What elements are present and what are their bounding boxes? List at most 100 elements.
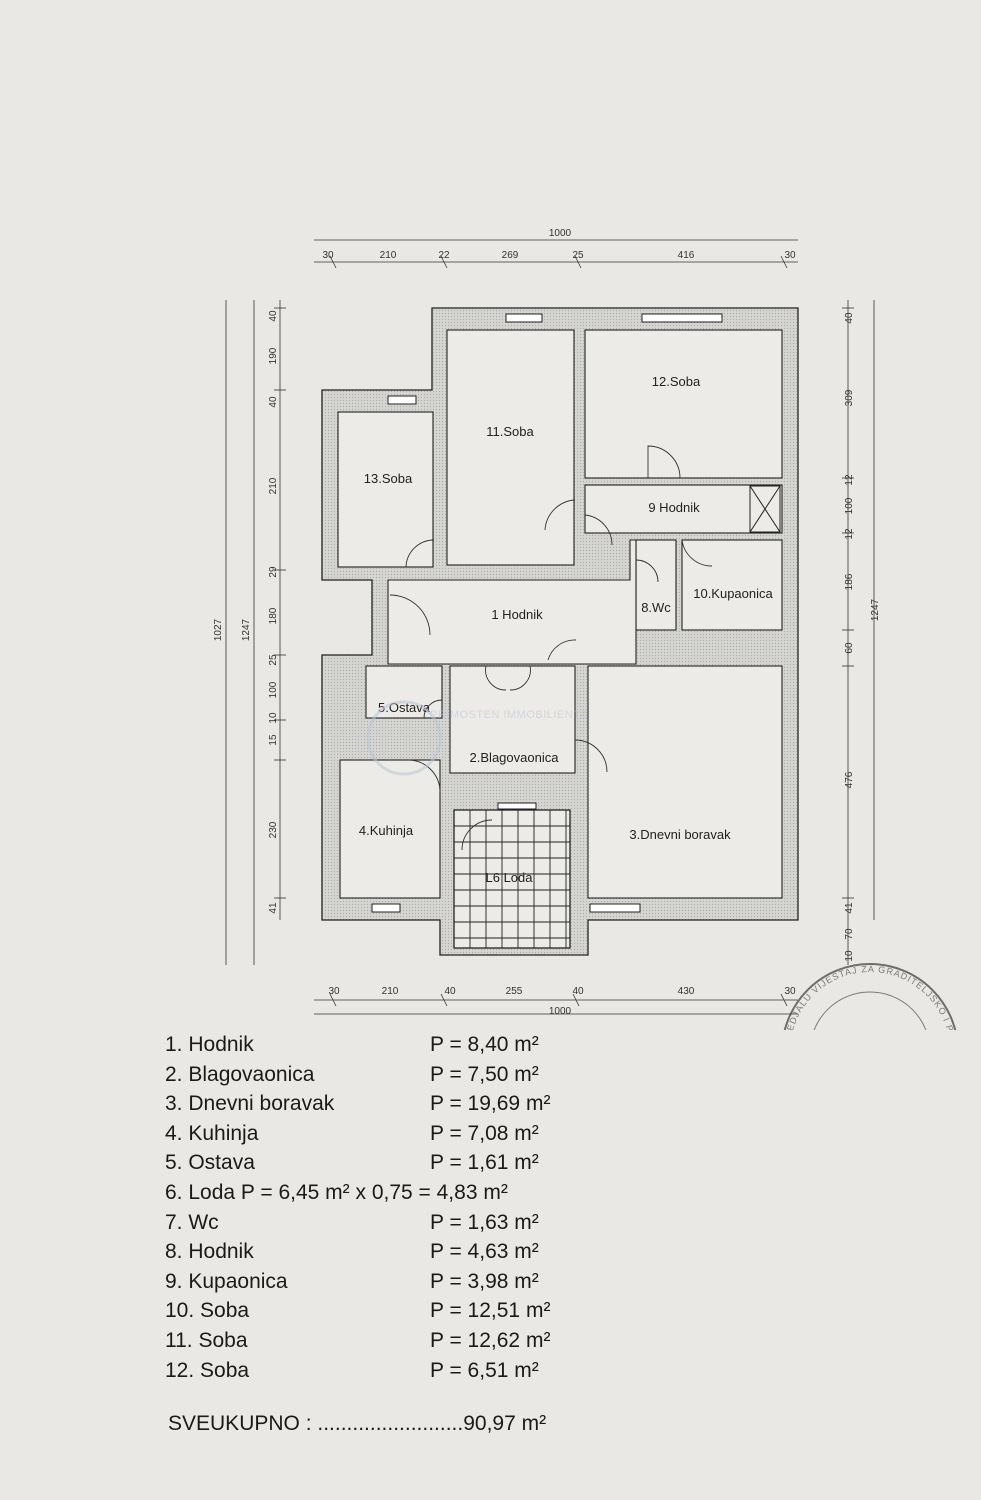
dim-right-segments: 40 309 12 100 12 186 60 476 41 70 10 <box>844 312 855 962</box>
dim-right-seg: 60 <box>844 642 855 654</box>
area-row: 11. Soba P = 12,62 m² <box>165 1326 685 1356</box>
watermark: PRIMOSTEN IMMOBILIENTE <box>366 700 588 776</box>
dim-top-seg: 210 <box>380 250 397 261</box>
area-row: 4. Kuhinja P = 7,08 m² <box>165 1119 685 1149</box>
area-table: 1. Hodnik P = 8,40 m² 2. Blagovaonica P … <box>165 1030 685 1385</box>
dim-left-seg: 230 <box>268 821 279 838</box>
area-value: P = 1,63 m² <box>430 1210 539 1234</box>
area-label: 11. Soba <box>165 1328 248 1352</box>
area-row: 2. Blagovaonica P = 7,50 m² <box>165 1060 685 1090</box>
room-9-label: 9 Hodnik <box>648 500 700 515</box>
dim-left-seg: 180 <box>268 607 279 624</box>
dim-bottom-total: 1000 <box>549 1006 572 1017</box>
room-1-label: 1 Hodnik <box>491 607 543 622</box>
area-row: 6. Loda P = 6,45 m² x 0,75 = 4,83 m² <box>165 1178 685 1208</box>
dim-right-seg: 41 <box>844 902 855 914</box>
area-row: 9. Kupaonica P = 3,98 m² <box>165 1267 685 1297</box>
dim-left-seg: 15 <box>268 734 279 746</box>
room-12-label: 12.Soba <box>652 374 701 389</box>
dim-left-seg: 10 <box>268 712 279 724</box>
dim-bottom-seg: 30 <box>784 986 796 997</box>
dim-bottom-segments: 30 210 40 255 40 430 30 <box>328 986 796 997</box>
dim-bottom-seg: 30 <box>328 986 340 997</box>
dim-left-seg: 40 <box>268 396 279 408</box>
dim-right-seg: 309 <box>844 389 855 406</box>
dim-right-seg: 12 <box>844 474 855 486</box>
area-label: 6. Loda P = 6,45 m² x 0,75 = 4,83 m² <box>165 1180 508 1204</box>
windows <box>371 313 723 913</box>
dim-left-seg: 29 <box>268 566 279 578</box>
area-value: P = 19,69 m² <box>430 1092 551 1116</box>
dim-top-total: 1000 <box>549 228 572 239</box>
dim-left-seg: 190 <box>268 347 279 364</box>
dim-left-mid: 1247 <box>241 618 252 641</box>
dim-top-seg: 416 <box>678 250 695 261</box>
doors <box>389 445 713 851</box>
dim-right-seg: 10 <box>844 950 855 962</box>
area-row: 5. Ostava P = 1,61 m² <box>165 1148 685 1178</box>
area-label: 12. Soba <box>165 1358 250 1382</box>
dim-bottom-seg: 255 <box>506 986 523 997</box>
area-value: P = 8,40 m² <box>430 1033 539 1056</box>
dim-bottom-seg: 430 <box>678 986 695 997</box>
room-4-label: 4.Kuhinja <box>359 823 414 838</box>
room-6-label: L6 Loda <box>486 870 534 885</box>
room-10-label: 10.Kupaonica <box>693 586 773 601</box>
area-value: P = 6,51 m² <box>430 1358 539 1382</box>
total-area: SVEUKUPNO : .........................90,… <box>168 1412 547 1435</box>
area-value: P = 4,63 m² <box>430 1240 539 1264</box>
room-8-label: 8.Wc <box>641 600 671 615</box>
dim-top-seg: 25 <box>572 250 584 261</box>
dim-right-seg: 40 <box>844 312 855 324</box>
dim-left-segments: 40 190 40 210 29 180 25 100 10 15 230 41 <box>268 310 279 914</box>
area-label: 5. Ostava <box>165 1151 255 1175</box>
dim-top-seg: 269 <box>502 250 519 261</box>
dim-left-outer: 1027 <box>213 618 224 641</box>
area-value: P = 7,08 m² <box>430 1121 539 1145</box>
area-label: 10. Soba <box>165 1299 250 1323</box>
loggia-tiles <box>453 809 571 949</box>
room-2-label: 2.Blagovaonica <box>470 750 560 765</box>
dim-bottom-seg: 40 <box>444 986 456 997</box>
area-label: 1. Hodnik <box>165 1033 254 1056</box>
dim-top-segments: 30 210 22 269 25 416 30 <box>322 250 796 261</box>
area-label: 9. Kupaonica <box>165 1269 288 1293</box>
area-label: 8. Hodnik <box>165 1240 254 1264</box>
dim-left-seg: 25 <box>268 654 279 666</box>
area-label: 3. Dnevni boravak <box>165 1092 335 1116</box>
room-11-label: 11.Soba <box>486 424 534 439</box>
dim-right-total: 1247 <box>870 598 881 621</box>
dim-right-seg: 100 <box>844 497 855 514</box>
floor-plan: 11.Soba 12.Soba 13.Soba 9 Hodnik 10.Kupa… <box>0 0 957 1030</box>
dim-left-seg: 100 <box>268 681 279 698</box>
room-13-label: 13.Soba <box>364 471 413 486</box>
area-row: 7. Wc P = 1,63 m² <box>165 1208 685 1238</box>
room-3-label: 3.Dnevni boravak <box>629 827 731 842</box>
area-row: 8. Hodnik P = 4,63 m² <box>165 1237 685 1267</box>
dim-bottom-seg: 210 <box>382 986 399 997</box>
dim-bottom-seg: 40 <box>572 986 584 997</box>
shower-icon <box>749 485 781 533</box>
dim-top-seg: 22 <box>438 250 450 261</box>
area-row: 1. Hodnik P = 8,40 m² <box>165 1030 685 1060</box>
dim-top-seg: 30 <box>322 250 334 261</box>
dim-left-seg: 210 <box>268 477 279 494</box>
area-row: 10. Soba P = 12,51 m² <box>165 1296 685 1326</box>
area-value: P = 1,61 m² <box>430 1151 539 1175</box>
room-floors <box>337 329 783 899</box>
area-value: P = 12,62 m² <box>430 1328 551 1352</box>
area-row: 12. Soba P = 6,51 m² <box>165 1356 685 1386</box>
area-row: 3. Dnevni boravak P = 19,69 m² <box>165 1089 685 1119</box>
dimension-lines <box>225 239 875 1015</box>
dim-right-seg: 476 <box>844 771 855 788</box>
area-label: 7. Wc <box>165 1210 219 1234</box>
dim-right-seg: 70 <box>844 928 855 940</box>
watermark-text: PRIMOSTEN IMMOBILIENTE <box>430 709 588 721</box>
area-value: P = 3,98 m² <box>430 1269 539 1293</box>
area-value: P = 12,51 m² <box>430 1299 551 1323</box>
area-value: P = 7,50 m² <box>430 1062 539 1086</box>
dim-left-seg: 41 <box>268 902 279 914</box>
dim-top-seg: 30 <box>784 250 796 261</box>
dim-left-seg: 40 <box>268 310 279 322</box>
area-label: 4. Kuhinja <box>165 1121 259 1145</box>
